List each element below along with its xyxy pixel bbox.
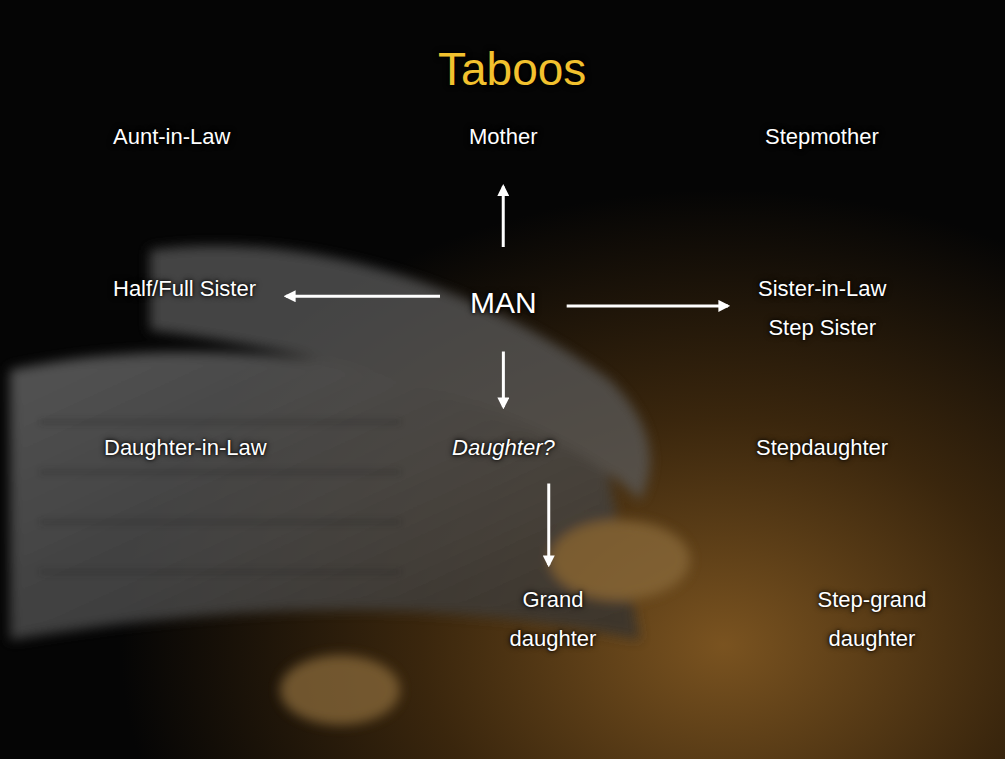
relation-arrow — [502, 352, 505, 408]
relation-node: MAN — [470, 277, 537, 330]
relation-text: MAN — [470, 277, 537, 330]
relation-label: Stepdaughter — [756, 429, 888, 468]
slide-title: Taboos — [438, 42, 586, 97]
relation-node: Daughter? — [452, 429, 555, 468]
relation-label: Daughter-in-Law — [104, 429, 267, 468]
relation-arrow — [567, 304, 728, 307]
relation-label: Stepmother — [765, 118, 879, 157]
relation-node: Grand daughter — [498, 581, 608, 658]
relation-label: Step-grand daughter — [807, 581, 937, 658]
relation-text: Mother — [469, 118, 537, 157]
relation-arrow — [286, 295, 440, 298]
relation-text: Sister-in-Law — [758, 270, 886, 309]
relation-arrow — [547, 484, 550, 566]
relation-text: Daughter? — [452, 429, 555, 468]
relation-text: Half/Full Sister — [113, 270, 256, 309]
relation-arrow — [502, 187, 505, 248]
relation-node: Sister-in-LawStep Sister — [758, 270, 886, 347]
relation-label: Aunt-in-Law — [113, 118, 230, 157]
relation-text: Step Sister — [758, 309, 886, 348]
relation-text: Grand daughter — [498, 581, 608, 658]
relation-node: Mother — [469, 118, 537, 157]
relation-node: Half/Full Sister — [113, 270, 256, 309]
